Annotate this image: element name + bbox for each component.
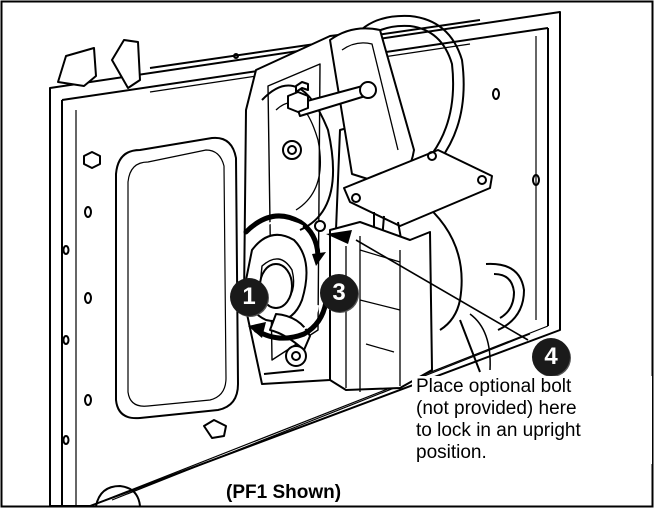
note-line-3: to lock in an upright: [416, 420, 581, 441]
callout-4: 4: [532, 338, 570, 376]
note-line-1: Place optional bolt: [416, 376, 572, 397]
callout-3: 3: [320, 274, 358, 312]
note-line-2: (not provided) here: [416, 398, 577, 419]
figure-caption: (PF1 Shown): [226, 482, 342, 503]
callout-4-arrowhead: [326, 230, 352, 244]
note-line-4: position.: [416, 442, 487, 463]
rotation-arrowhead-bottom: [248, 322, 266, 338]
instruction-note: Place optional bolt (not provided) here …: [412, 376, 652, 464]
callout-1: 1: [230, 278, 268, 316]
rotation-arrowhead-top: [312, 252, 326, 266]
rotation-arrows: [243, 213, 329, 341]
callout-4-leader: [355, 239, 529, 341]
